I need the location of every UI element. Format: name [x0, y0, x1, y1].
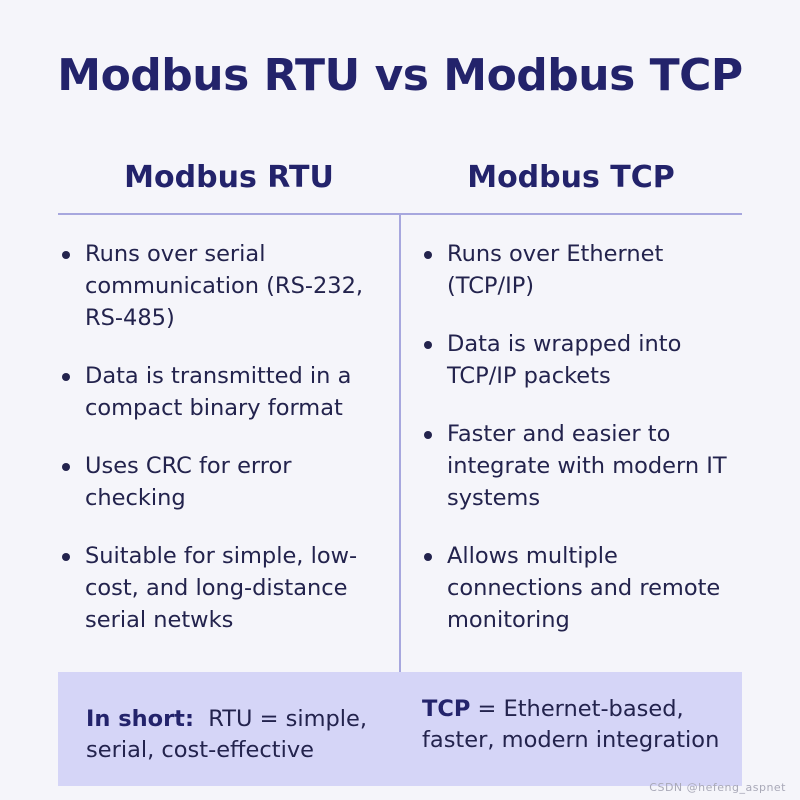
list-item: Data is wrapped into TCP/IP packets	[422, 328, 742, 392]
column-divider	[399, 214, 401, 786]
summary-text: RTU = simple, serial, cost-effective	[86, 706, 368, 763]
list-item: Uses CRC for error checking	[60, 450, 390, 514]
list-item: Suitable for simple, low-cost, and long-…	[60, 540, 390, 636]
rtu-column-heading: Modbus RTU	[124, 160, 334, 195]
list-item: Runs over serial communication (RS-232, …	[60, 238, 390, 334]
summary-band	[58, 672, 742, 786]
summary-label: In short:	[86, 706, 194, 732]
tcp-summary: TCP = Ethernet-based, faster, modern int…	[422, 694, 742, 756]
tcp-column-heading: Modbus TCP	[467, 160, 675, 195]
list-item: Runs over Ethernet (TCP/IP)	[422, 238, 742, 302]
tcp-bullet-list: Runs over Ethernet (TCP/IP) Data is wrap…	[422, 238, 742, 662]
list-item: Data is transmitted in a compact binary …	[60, 360, 390, 424]
list-item: Allows multiple connections and remote m…	[422, 540, 742, 636]
list-item: Faster and easier to integrate with mode…	[422, 418, 742, 514]
summary-label: TCP	[422, 696, 471, 722]
summary-text: = Ethernet-based, faster, modern integra…	[422, 696, 720, 753]
rtu-bullet-list: Runs over serial communication (RS-232, …	[60, 238, 390, 662]
page-title: Modbus RTU vs Modbus TCP	[57, 50, 743, 101]
watermark: CSDN @hefeng_aspnet	[649, 781, 786, 794]
rtu-summary: In short: RTU = simple, serial, cost-eff…	[86, 704, 386, 766]
